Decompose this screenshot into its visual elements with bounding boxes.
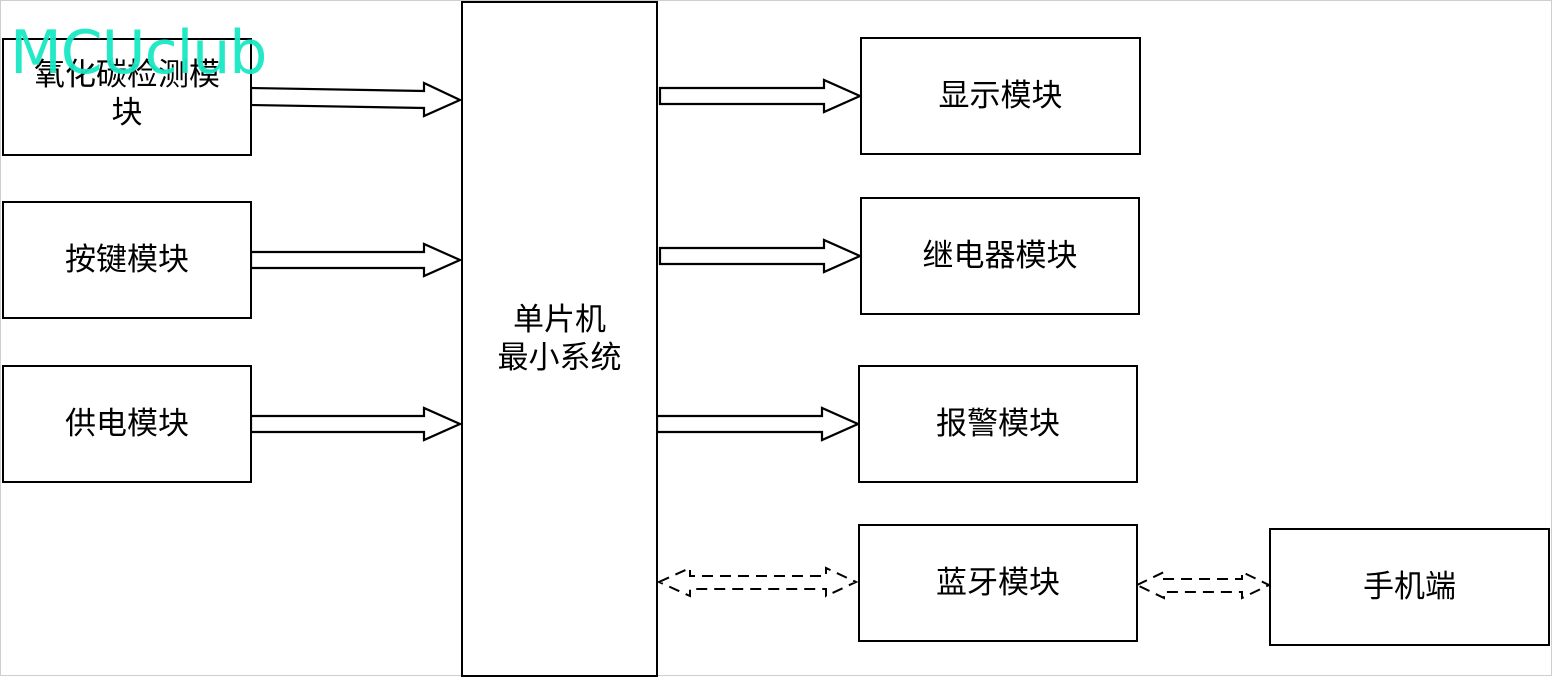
alarm-module-label: 报警模块 (936, 406, 1060, 442)
phone-label: 手机端 (1363, 569, 1456, 605)
arrow-mcu-to-display (658, 78, 863, 114)
co-label-line2: 块 (111, 95, 143, 131)
arrow-mcu-to-relay (658, 238, 863, 274)
arrow-bluetooth-phone-bidirectional (1134, 570, 1272, 600)
co-label-line1: 氧化碳检测模 (34, 57, 220, 93)
power-module-label: 供电模块 (65, 406, 189, 442)
relay-module-label: 继电器模块 (922, 238, 1078, 274)
bluetooth-module-label: 蓝牙模块 (936, 565, 1060, 601)
arrow-mcu-to-alarm (655, 406, 861, 442)
co-detection-label: 氧化碳检测模 块 (34, 56, 220, 132)
display-module-label: 显示模块 (938, 78, 1063, 114)
mcu-label: 单片机 最小系统 (498, 301, 622, 377)
arrow-mcu-bluetooth-bidirectional (656, 566, 859, 598)
key-module-box: 按键模块 (2, 201, 252, 319)
power-module-box: 供电模块 (2, 365, 252, 483)
arrow-power-to-mcu (249, 406, 463, 442)
mcu-minimum-system-box: 单片机 最小系统 (461, 1, 658, 677)
relay-module-box: 继电器模块 (860, 197, 1140, 315)
arrow-key-to-mcu (249, 242, 463, 278)
co-detection-module-box: 氧化碳检测模 块 (2, 38, 252, 156)
phone-box: 手机端 (1269, 528, 1550, 646)
arrow-co-to-mcu (249, 81, 463, 118)
key-module-label: 按键模块 (65, 242, 189, 278)
bluetooth-module-box: 蓝牙模块 (858, 524, 1138, 642)
mcu-label-line1: 单片机 (513, 302, 606, 338)
mcu-label-line2: 最小系统 (497, 340, 622, 376)
display-module-box: 显示模块 (860, 37, 1141, 155)
alarm-module-box: 报警模块 (858, 365, 1138, 483)
